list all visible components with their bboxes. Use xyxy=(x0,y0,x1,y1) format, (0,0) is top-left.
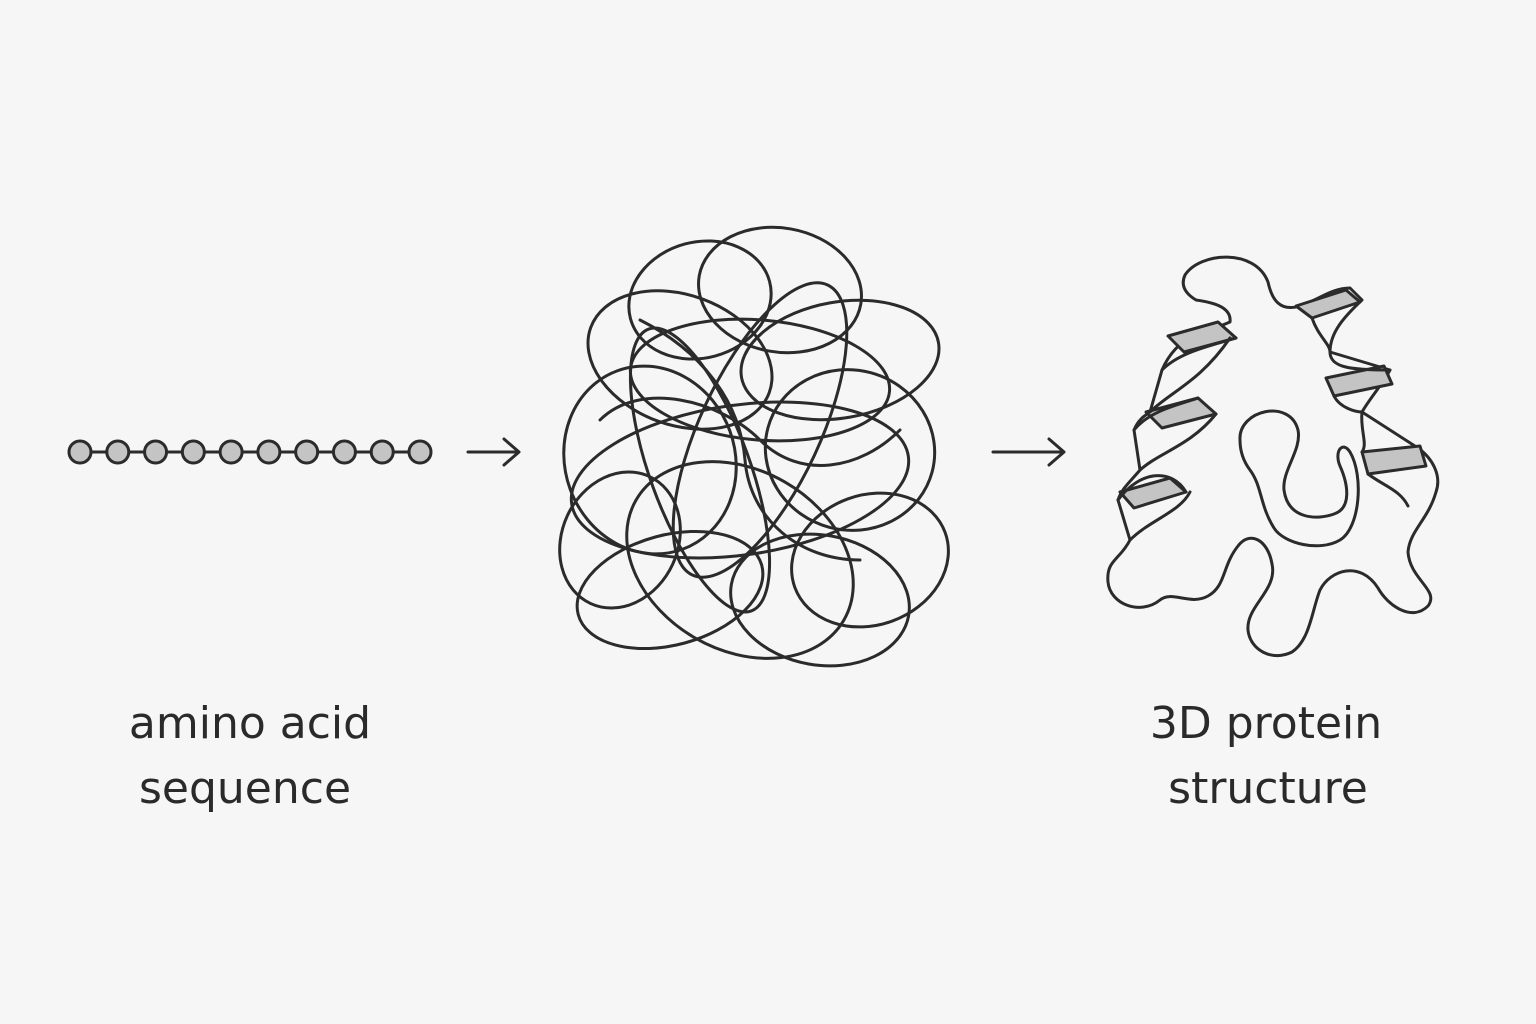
amino-acid-bead xyxy=(67,439,93,465)
arrow-right-icon xyxy=(991,437,1066,467)
amino-acid-bead xyxy=(294,439,320,465)
amino-acid-bead xyxy=(256,439,282,465)
right-caption-line2: structure xyxy=(1168,763,1368,814)
amino-acid-bead xyxy=(407,439,433,465)
arrow-right-icon xyxy=(466,437,521,467)
left-caption-line1: amino acid xyxy=(129,698,371,749)
amino-acid-bead xyxy=(369,439,395,465)
amino-acid-bead xyxy=(331,439,357,465)
amino-acid-bead xyxy=(180,439,206,465)
amino-acid-bead xyxy=(218,439,244,465)
folded-protein-structure xyxy=(1106,255,1440,658)
unfolded-tangle xyxy=(558,225,950,668)
amino-acid-bead xyxy=(105,439,131,465)
amino-acid-bead xyxy=(143,439,169,465)
right-caption-line1: 3D protein xyxy=(1150,698,1382,749)
left-caption-line2: sequence xyxy=(139,763,351,814)
amino-acid-chain xyxy=(67,439,433,465)
